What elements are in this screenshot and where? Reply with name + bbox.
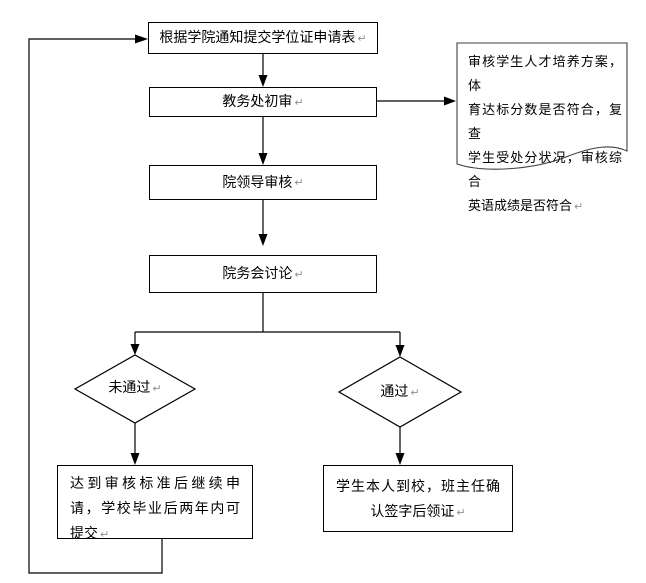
edge-loop-reapply-to-start xyxy=(28,38,163,574)
paragraph-mark: ↵ xyxy=(294,267,304,281)
paragraph-mark: ↵ xyxy=(294,176,304,189)
arrowhead-into-collect xyxy=(395,453,405,465)
decision-passed-shape xyxy=(337,356,463,428)
document-note-shape xyxy=(456,42,628,170)
paragraph-mark: ↵ xyxy=(574,200,584,213)
node-submit-form: 根据学院通知提交学位证申请表↵ xyxy=(148,22,378,54)
arrowhead-into-reapply xyxy=(130,453,140,465)
note-line1: 审核学生人才培养方案，体 xyxy=(468,55,622,94)
node-reapply: 达到审核标准后继续申 请，学校毕业后两年内可 提交↵ xyxy=(57,465,253,539)
node-reapply-line3: 提交↵ xyxy=(70,522,240,539)
passed-text: 通过 xyxy=(380,384,409,400)
note-line4: 英语成绩是否符合↵ xyxy=(468,195,622,219)
node-submit-form-label: 根据学院通知提交学位证申请表 xyxy=(159,30,356,46)
node-collect-line1: 学生本人到校，班主任确 xyxy=(336,479,500,495)
paragraph-mark: ↵ xyxy=(357,31,367,45)
node-collect-certificate: 学生本人到校，班主任确 认签字后领证↵ xyxy=(323,465,513,532)
node-academic-office-review-label: 教务处初审 xyxy=(222,94,293,110)
decision-not-passed-shape xyxy=(73,354,197,424)
arrowhead-into-note xyxy=(444,96,456,106)
decision-passed-label: 通过↵ xyxy=(339,382,461,403)
paragraph-mark: ↵ xyxy=(410,386,420,399)
paragraph-mark: ↵ xyxy=(152,382,162,395)
note-line4-text: 英语成绩是否符合 xyxy=(468,199,573,214)
arrowhead-into-council xyxy=(258,234,268,246)
edge-council-split xyxy=(135,293,400,333)
node-college-leader-review-label: 院领导审核 xyxy=(222,174,293,191)
arrowhead-into-start xyxy=(135,34,148,44)
arrowhead-into-passed xyxy=(395,345,405,357)
node-reapply-line1: 达到审核标准后继续申 xyxy=(70,476,240,492)
arrowhead-into-academic-office xyxy=(258,75,268,87)
arrowhead-into-not-passed xyxy=(130,344,140,355)
node-collect-line2: 认签字后领证↵ xyxy=(336,500,500,525)
node-academic-office-review: 教务处初审↵ xyxy=(149,87,377,117)
not-passed-text: 未通过 xyxy=(108,380,151,396)
node-college-leader-review: 院领导审核↵ xyxy=(149,165,377,200)
paragraph-mark: ↵ xyxy=(294,95,304,109)
paragraph-mark: ↵ xyxy=(100,528,110,539)
node-reapply-line2: 请，学校毕业后两年内可 xyxy=(70,501,240,517)
document-note-text: 审核学生人才培养方案，体 育达标分数是否符合，复查 学生受处分状况，审核综合 英… xyxy=(468,51,622,219)
node-college-council-discussion: 院务会讨论↵ xyxy=(149,255,377,293)
paragraph-mark: ↵ xyxy=(456,506,466,519)
node-reapply-line3-text: 提交 xyxy=(70,526,98,539)
arrowhead-into-leader xyxy=(258,153,268,165)
node-college-council-discussion-label: 院务会讨论 xyxy=(222,266,293,282)
node-collect-line2-text: 认签字后领证 xyxy=(370,504,455,520)
note-line3: 学生受处分状况，审核综合 xyxy=(468,151,622,190)
note-line2: 育达标分数是否符合，复查 xyxy=(468,103,622,142)
decision-not-passed-label: 未通过↵ xyxy=(75,378,195,399)
